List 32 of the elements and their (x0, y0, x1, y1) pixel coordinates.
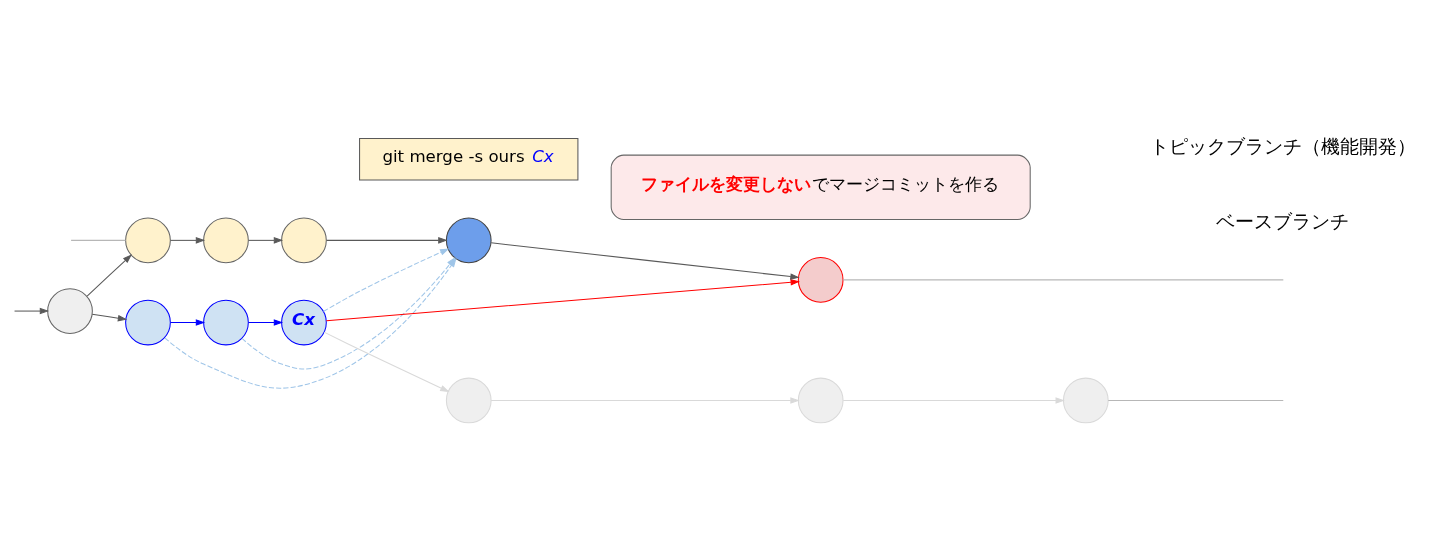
arrow (325, 278, 800, 321)
arrow (86, 253, 132, 297)
arrow (490, 396, 800, 404)
arrow (322, 247, 449, 312)
connector (842, 278, 1284, 280)
node-circle (445, 377, 492, 423)
arrow (490, 241, 800, 280)
arrow (169, 318, 205, 326)
node-circle (202, 299, 249, 345)
arrow (247, 318, 283, 326)
node-box: ファイルを変更しないでマージコミットを作る (610, 154, 1031, 220)
node-circle (124, 299, 171, 345)
node-circle (202, 217, 249, 263)
node-circle (1062, 377, 1109, 423)
node-circle (797, 256, 844, 303)
label: トピックブランチ（機能開発） (1149, 135, 1416, 157)
node-circle (797, 377, 844, 423)
node-circle (445, 217, 492, 263)
arrow (247, 236, 283, 244)
connector (1107, 399, 1284, 401)
node-circle (46, 287, 93, 334)
arrow (169, 236, 205, 244)
node-circle (280, 217, 327, 263)
arrow (323, 331, 450, 392)
node-circle: Cx (280, 299, 327, 345)
node-box: git merge -s ours Cx (358, 137, 578, 181)
arrow (13, 307, 49, 314)
label: ベースブランチ (1215, 210, 1349, 232)
arrow (91, 313, 127, 321)
connector (70, 239, 126, 241)
arrow (842, 396, 1065, 404)
arrow (325, 236, 448, 244)
